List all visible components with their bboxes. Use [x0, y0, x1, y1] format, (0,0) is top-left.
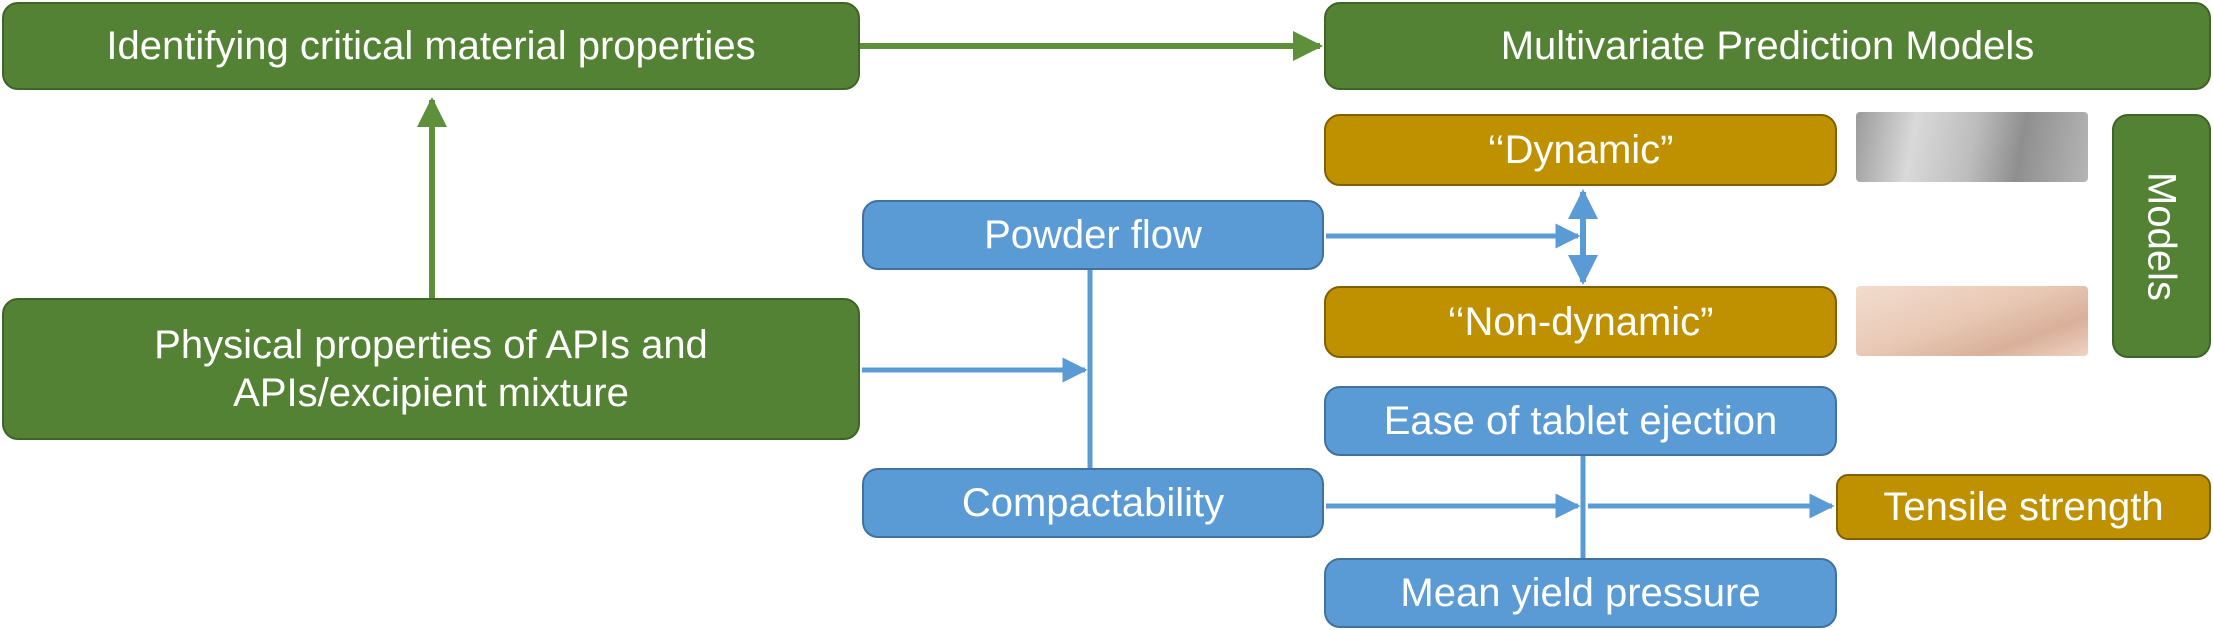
node-tensile-strength: Tensile strength — [1836, 474, 2211, 540]
node-ease-ejection-label: Ease of tablet ejection — [1383, 399, 1778, 443]
node-physical-label-line2: APIs/excipient mixture — [233, 371, 629, 415]
node-models-label: Models — [2139, 171, 2184, 301]
node-compactability: Compactability — [862, 468, 1324, 538]
node-multivariate-label: Multivariate Prediction Models — [1500, 24, 2035, 68]
node-powder-flow: Powder flow — [862, 200, 1324, 270]
node-dynamic: ‘‘Dynamic” — [1324, 114, 1837, 186]
node-mean-yield-label: Mean yield pressure — [1400, 571, 1761, 615]
node-identifying-label: Identifying critical material properties — [106, 24, 756, 68]
node-identifying-properties: Identifying critical material properties — [2, 2, 860, 90]
node-multivariate-models: Multivariate Prediction Models — [1324, 2, 2211, 90]
node-physical-label-line1: Physical properties of APIs and — [154, 323, 708, 367]
node-powder-flow-label: Powder flow — [984, 213, 1202, 257]
node-non-dynamic-label: ‘‘Non-dynamic” — [1447, 300, 1714, 344]
node-mean-yield: Mean yield pressure — [1324, 558, 1837, 628]
node-dynamic-label: ‘‘Dynamic” — [1487, 128, 1674, 172]
node-ease-ejection: Ease of tablet ejection — [1324, 386, 1837, 456]
node-compactability-label: Compactability — [961, 481, 1225, 525]
node-physical-properties: Physical properties of APIs and APIs/exc… — [2, 298, 860, 440]
powder-image-dynamic — [1856, 112, 2088, 182]
powder-image-non-dynamic — [1856, 286, 2088, 356]
node-tensile-label: Tensile strength — [1883, 485, 2164, 529]
node-models: Models — [2112, 114, 2211, 358]
node-non-dynamic: ‘‘Non-dynamic” — [1324, 286, 1837, 358]
